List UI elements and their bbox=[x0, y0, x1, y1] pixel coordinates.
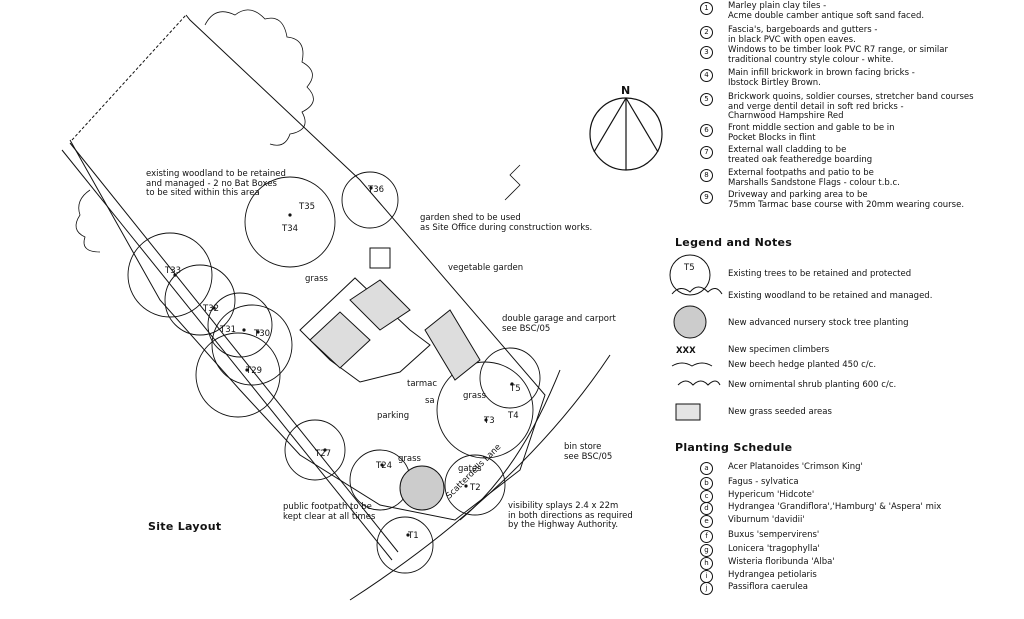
legend-item: Existing woodland to be retained and man… bbox=[728, 291, 933, 301]
north-arrow bbox=[589, 97, 663, 171]
material-number: 3 bbox=[700, 46, 713, 59]
planting-name: Hydrangea 'Grandiflora','Hamburg' & 'Asp… bbox=[728, 502, 942, 512]
tree-tag: T32 bbox=[203, 304, 220, 314]
planting-name: Acer Platanoides 'Crimson King' bbox=[728, 462, 863, 472]
tree-tag: T33 bbox=[165, 266, 182, 276]
legend-symbols bbox=[669, 254, 723, 421]
tree-tag: T5 bbox=[510, 384, 521, 394]
tree-tag: T29 bbox=[246, 366, 263, 376]
grass-label: grass bbox=[398, 454, 421, 464]
tree-tag: T24 bbox=[376, 461, 393, 471]
tree-tag: T1 bbox=[408, 531, 419, 541]
parking-label: parking bbox=[377, 411, 410, 421]
planting-key: a bbox=[700, 462, 713, 475]
planting-key: b bbox=[700, 477, 713, 490]
tree-tag: T27 bbox=[315, 449, 332, 459]
site-section-line bbox=[504, 164, 521, 201]
legend-tree-tag: T5 bbox=[684, 263, 695, 273]
vegetable-garden-label: vegetable garden bbox=[448, 263, 524, 273]
planting-key: j bbox=[700, 582, 713, 595]
planting-key: d bbox=[700, 502, 713, 515]
climber-mark: XXX bbox=[676, 346, 696, 356]
legend-item: New beech hedge planted 450 c/c. bbox=[728, 360, 877, 370]
tree-canopies bbox=[127, 171, 541, 574]
planting-name: Fagus - sylvatica bbox=[728, 477, 799, 487]
legend-item: New ornimental shrub planting 600 c/c. bbox=[728, 380, 897, 390]
material-number: 4 bbox=[700, 69, 713, 82]
tree-tag: T2 bbox=[470, 483, 481, 493]
planting-name: Hypericum 'Hidcote' bbox=[728, 490, 815, 500]
grass-label: grass bbox=[463, 391, 486, 401]
sa-label: sa bbox=[425, 396, 435, 406]
material-number: 6 bbox=[700, 124, 713, 137]
material-text: Windows to be timber look PVC R7 range, … bbox=[728, 45, 948, 65]
planting-heading: Planting Schedule bbox=[675, 441, 793, 454]
legend-heading: Legend and Notes bbox=[675, 236, 793, 249]
material-text: Marley plain clay tiles -Acme double cam… bbox=[728, 1, 925, 21]
legend-item: New specimen climbers bbox=[728, 345, 830, 355]
new-tree bbox=[399, 465, 445, 511]
tree-centres bbox=[173, 186, 514, 537]
material-number: 2 bbox=[700, 26, 713, 39]
site-layout-title: Site Layout bbox=[148, 520, 222, 533]
planting-key: g bbox=[700, 544, 713, 557]
tree-tag: T35 bbox=[299, 202, 316, 212]
material-text: Fascia's, bargeboards and gutters -in bl… bbox=[728, 25, 878, 45]
material-number: 1 bbox=[700, 2, 713, 15]
tree-tag: T30 bbox=[254, 329, 271, 339]
legend-item: New grass seeded areas bbox=[728, 407, 832, 417]
grass-label: grass bbox=[305, 274, 328, 284]
planting-key: h bbox=[700, 557, 713, 570]
site-boundary bbox=[61, 14, 546, 561]
planting-name: Buxus 'sempervirens' bbox=[728, 530, 820, 540]
material-text: Brickwork quoins, soldier courses, stret… bbox=[728, 92, 974, 121]
planting-name: Wisteria floribunda 'Alba' bbox=[728, 557, 835, 567]
material-number: 5 bbox=[700, 93, 713, 106]
woodland-outline bbox=[75, 9, 314, 253]
tree-tag: T3 bbox=[484, 416, 495, 426]
material-number: 8 bbox=[700, 169, 713, 182]
material-number: 9 bbox=[700, 191, 713, 204]
planting-key: e bbox=[700, 515, 713, 528]
material-text: Main infill brickwork in brown facing br… bbox=[728, 68, 915, 88]
north-label: N bbox=[621, 84, 631, 97]
tarmac-label: tarmac bbox=[407, 379, 438, 389]
gates-label: gates bbox=[458, 464, 482, 474]
material-number: 7 bbox=[700, 146, 713, 159]
house-footprint bbox=[299, 247, 481, 383]
lane bbox=[349, 354, 611, 601]
planting-key: f bbox=[700, 530, 713, 543]
legend-item: New advanced nursery stock tree planting bbox=[728, 318, 909, 328]
planting-name: Lonicera 'tragophylla' bbox=[728, 544, 820, 554]
tree-tag: T4 bbox=[508, 411, 519, 421]
planting-name: Passiflora caerulea bbox=[728, 582, 808, 592]
planting-name: Viburnum 'davidii' bbox=[728, 515, 805, 525]
legend-item: Existing trees to be retained and protec… bbox=[728, 269, 912, 279]
tree-tag: T31 bbox=[220, 325, 237, 335]
planting-name: Hydrangea petiolaris bbox=[728, 570, 817, 580]
tree-tag: T36 bbox=[368, 185, 385, 195]
tree-tag: T34 bbox=[282, 224, 299, 234]
